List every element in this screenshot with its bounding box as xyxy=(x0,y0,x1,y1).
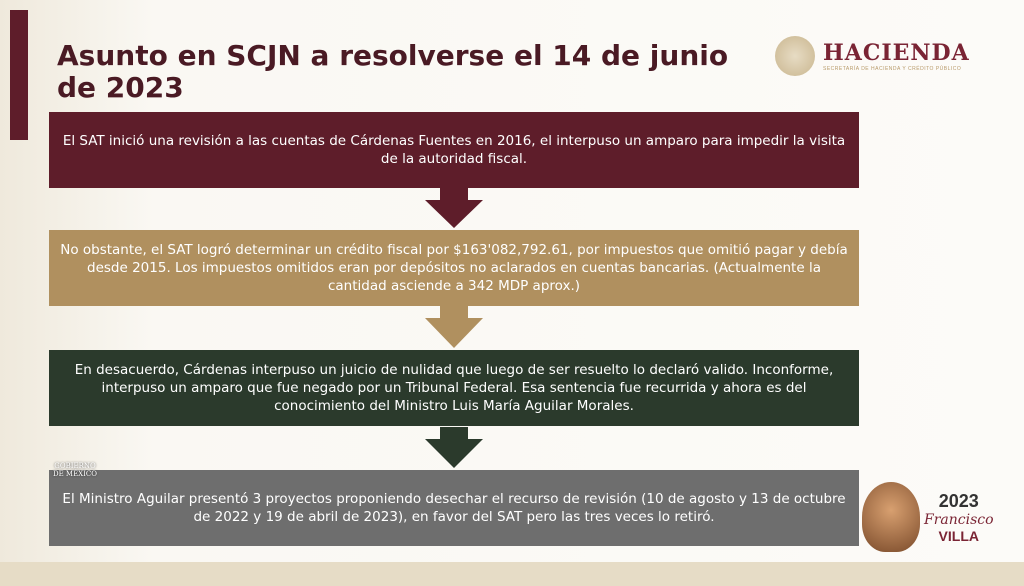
bottom-strip xyxy=(0,562,1024,586)
villa-name1: Francisco xyxy=(924,511,994,528)
villa-name2: VILLA xyxy=(938,527,979,544)
villa-year: 2023 xyxy=(938,490,979,511)
logo-subtitle: SECRETARÍA DE HACIENDA Y CRÉDITO PÚBLICO xyxy=(823,66,962,72)
slide-title: Asunto en SCJN a resolverse el 14 de jun… xyxy=(57,39,729,104)
seal-icon xyxy=(775,36,815,76)
step-box-1: El SAT inició una revisión a las cuentas… xyxy=(49,112,859,188)
villa-portrait-icon xyxy=(862,482,920,552)
arrow-down-icon xyxy=(425,306,483,348)
step-box-2: No obstante, el SAT logró determinar un … xyxy=(49,230,859,306)
arrow-down-icon xyxy=(425,427,483,468)
step-box-4: El Ministro Aguilar presentó 3 proyectos… xyxy=(49,470,859,546)
hacienda-logo: HACIENDA SECRETARÍA DE HACIENDA Y CRÉDIT… xyxy=(775,36,970,76)
logo-name: HACIENDA xyxy=(823,40,970,66)
accent-bar xyxy=(10,10,28,140)
arrow-down-icon xyxy=(425,188,483,228)
step-box-3: En desacuerdo, Cárdenas interpuso un jui… xyxy=(49,350,859,426)
gobierno-mexico-logo: GOBIERNO DE MÉXICO xyxy=(52,462,98,478)
francisco-villa-logo: 2023 Francisco VILLA xyxy=(862,482,994,552)
